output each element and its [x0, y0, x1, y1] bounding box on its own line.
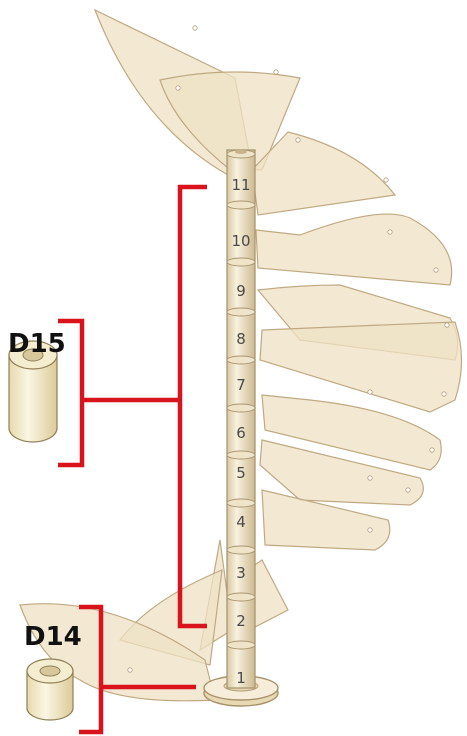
column	[226, 149, 256, 689]
step-number: 5	[236, 464, 246, 482]
tread-top	[159, 71, 301, 171]
brackets	[58, 184, 207, 735]
spacer-d14-label: D14	[24, 622, 82, 652]
tread-5	[261, 489, 391, 551]
treads	[19, 8, 463, 702]
step-number: 7	[236, 376, 246, 394]
bracket-d15	[58, 318, 85, 468]
tread-10	[255, 213, 453, 286]
spacer-d15-icon	[8, 340, 58, 443]
step-number: 10	[231, 232, 250, 250]
step-number: 6	[236, 424, 246, 442]
step-number: 4	[236, 513, 246, 531]
step-number: 9	[236, 282, 246, 300]
step-numbers: 11 10 9 8 7 6 5 4 3 2 1	[231, 176, 250, 687]
tread-8	[259, 321, 463, 413]
bracket-d14	[79, 604, 104, 735]
tread-7	[261, 394, 442, 471]
spacer-d14-icon	[26, 658, 74, 721]
tread-6	[259, 439, 424, 506]
step-number: 3	[236, 564, 246, 582]
step-number: 8	[236, 330, 246, 348]
bracket-steps-2-11	[177, 184, 207, 629]
tread-11	[251, 131, 397, 216]
spacer-d15-label: D15	[8, 329, 66, 359]
tread-holes	[127, 25, 450, 673]
step-number: 2	[236, 612, 246, 630]
step-number: 1	[236, 669, 246, 687]
step-number: 11	[231, 176, 250, 194]
